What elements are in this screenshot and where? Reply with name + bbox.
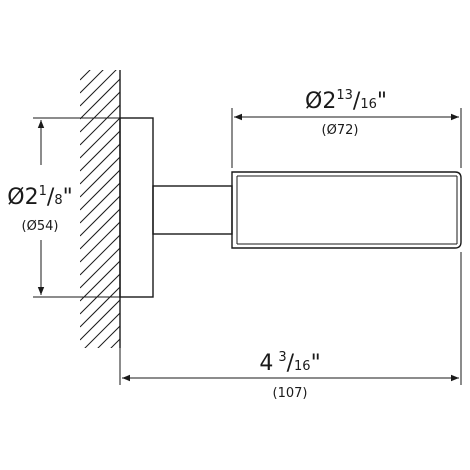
base-diameter-inch-mark: " [63, 185, 73, 210]
hatch-line [110, 338, 120, 348]
projection-inch-mark: " [311, 351, 321, 376]
hatch-line [80, 70, 104, 94]
base-plate [119, 117, 154, 298]
outer-diameter-whole: 2 [322, 89, 336, 114]
stem [152, 185, 233, 235]
hatch-line [80, 273, 120, 315]
hatch-line [80, 182, 120, 224]
hatch-line [80, 391, 120, 431]
hatch-line [80, 299, 120, 341]
hatch-line [80, 78, 120, 120]
hatch-line [80, 104, 120, 146]
hatch-line [80, 234, 120, 276]
outer-diameter-slash: / [353, 89, 361, 114]
hatch-line [84, 312, 120, 348]
outer-diameter-label: Ø213/16" [305, 88, 387, 114]
outer-diameter-metric: (Ø72) [322, 123, 359, 138]
base-diameter-symbol: Ø [7, 185, 24, 210]
hatch-line [80, 91, 120, 133]
hatch-line [80, 117, 120, 159]
projection-slash: / [287, 351, 295, 376]
hatch-line [80, 221, 120, 263]
base-diameter-whole: 2 [25, 185, 39, 210]
projection-whole: 4 [259, 351, 273, 376]
base-diameter-slash: / [47, 185, 55, 210]
projection-numerator: 3 [278, 350, 286, 365]
hatch-line [80, 378, 120, 418]
base-diameter-metric: (Ø54) [22, 219, 59, 234]
outer-diameter-inch-mark: " [377, 89, 387, 114]
hatch-line [80, 156, 120, 198]
outer-diameter-symbol: Ø [305, 89, 322, 114]
hatch-line [80, 130, 120, 172]
base-diameter-label: Ø21/8" [7, 184, 72, 210]
projection-denominator: 16 [294, 359, 311, 374]
hatch-line [80, 143, 120, 185]
base-diameter-numerator: 1 [39, 184, 47, 199]
hatch-line [80, 169, 120, 211]
hatch-line [97, 325, 120, 348]
hatch-line [80, 365, 120, 405]
hatch-line [80, 352, 120, 392]
hatch-line [80, 286, 120, 328]
outer-diameter-denominator: 16 [360, 97, 377, 112]
hatch-line [80, 247, 120, 289]
head-body [231, 171, 462, 249]
base-diameter-denominator: 8 [54, 193, 62, 208]
projection-metric: (107) [273, 386, 308, 401]
hatch-line [80, 195, 120, 237]
outer-diameter-numerator: 13 [336, 88, 353, 103]
wall-hatching [80, 70, 120, 431]
hatch-line [80, 70, 91, 81]
hatch-line [80, 70, 117, 107]
hatch-line [80, 260, 120, 302]
hatch-line [80, 208, 120, 250]
